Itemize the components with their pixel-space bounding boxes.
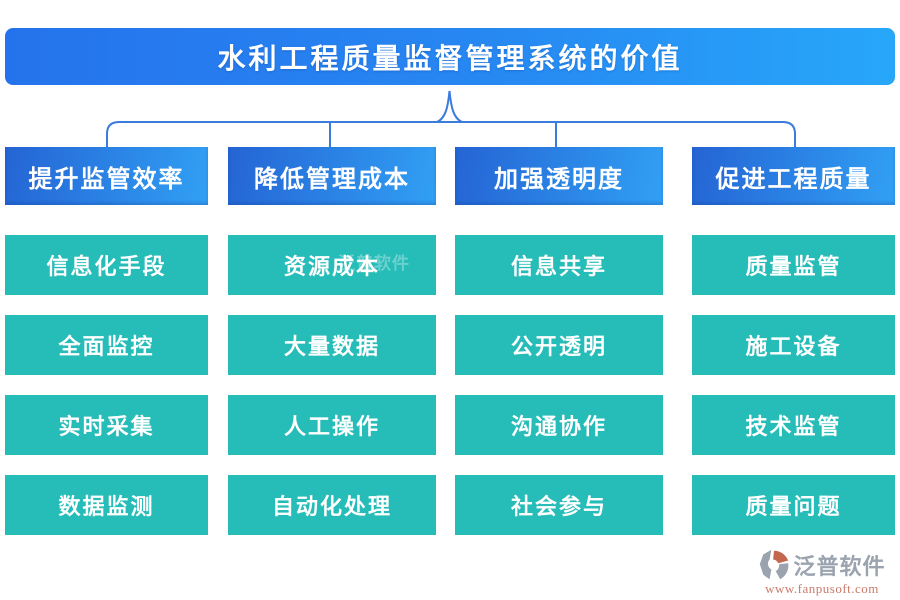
title-banner: 水利工程质量监督管理系统的价值 [5, 28, 895, 85]
diagram-node: 信息化手段 [5, 235, 208, 295]
vendor-logo-row: 泛普软件 [758, 549, 885, 581]
diagram-node: 技术监管 [692, 395, 895, 455]
column-header: 降低管理成本 [228, 147, 436, 205]
connector-rail [106, 121, 796, 148]
column-cost: 降低管理成本 资源成本 大量数据 人工操作 自动化处理 [228, 147, 436, 555]
fanpu-logo-icon [760, 549, 789, 580]
vendor-logo-name: 泛普软件 [793, 554, 886, 579]
diagram-node: 公开透明 [455, 315, 663, 375]
diagram-node: 人工操作 [228, 395, 436, 455]
diagram-node: 实时采集 [5, 395, 208, 455]
diagram-node: 质量监管 [692, 235, 895, 295]
diagram-node: 资源成本 [228, 235, 436, 295]
connector-lines [106, 90, 796, 148]
diagram-node: 信息共享 [455, 235, 663, 295]
diagram-node: 施工设备 [692, 315, 895, 375]
diagram-node: 数据监测 [5, 475, 208, 535]
diagram-node: 质量问题 [692, 475, 895, 535]
diagram-node: 沟通协作 [455, 395, 663, 455]
vendor-logo-url: www.fanpusoft.com [765, 581, 879, 596]
column-header: 促进工程质量 [692, 147, 895, 205]
column-efficiency: 提升监管效率 信息化手段 全面监控 实时采集 数据监测 [5, 147, 208, 555]
diagram-node: 自动化处理 [228, 475, 436, 535]
column-header: 加强透明度 [455, 147, 663, 205]
connector-center-spike [436, 90, 463, 123]
column-quality: 促进工程质量 质量监管 施工设备 技术监管 质量问题 [692, 147, 895, 555]
column-header: 提升监管效率 [5, 147, 208, 205]
page-title: 水利工程质量监督管理系统的价值 [217, 43, 683, 75]
vendor-logo: 泛普软件 www.fanpusoft.com [756, 549, 888, 597]
diagram-node: 社会参与 [455, 475, 663, 535]
diagram-node: 全面监控 [5, 315, 208, 375]
diagram-node: 大量数据 [228, 315, 436, 375]
column-transparency: 加强透明度 信息共享 公开透明 沟通协作 社会参与 [455, 147, 663, 555]
